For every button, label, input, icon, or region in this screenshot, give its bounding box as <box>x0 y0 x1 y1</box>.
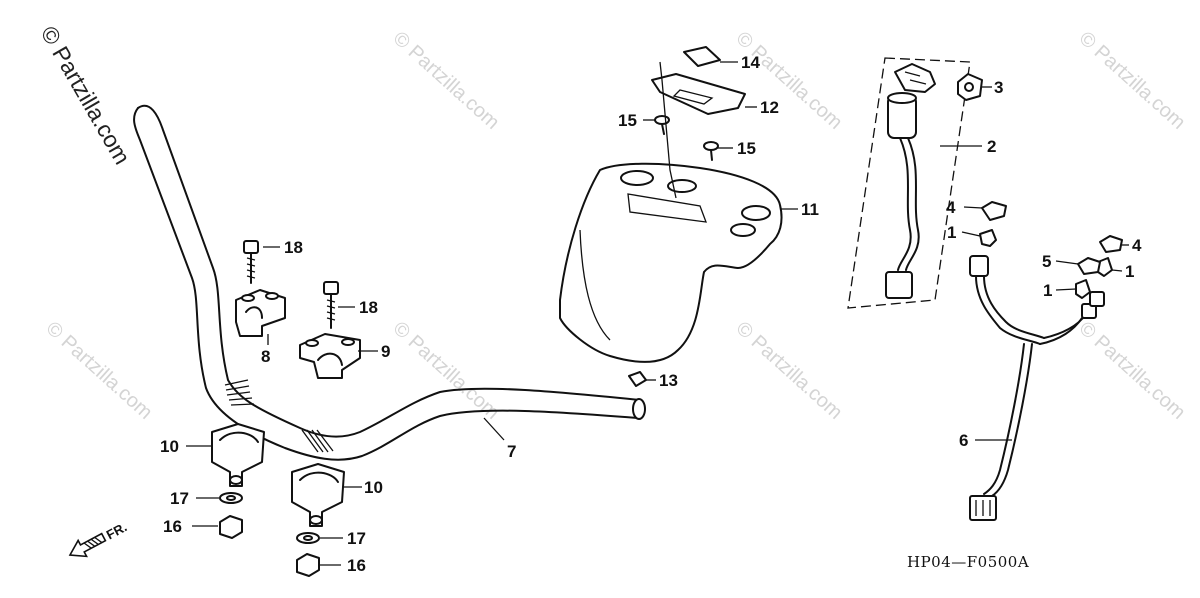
callout-12: 12 <box>760 98 779 117</box>
handlebar-part[interactable] <box>133 104 646 461</box>
bolt-part-18-second[interactable] <box>323 281 339 329</box>
watermark-text: © Partzilla.com <box>1075 27 1190 134</box>
callout-14: 14 <box>741 53 760 72</box>
callout-4: 4 <box>946 198 956 217</box>
callout-18: 18 <box>284 238 303 257</box>
screw-part-15-second[interactable] <box>703 141 719 161</box>
washer-part-17[interactable] <box>219 492 243 504</box>
callout-16: 16 <box>163 517 182 536</box>
ignition-switch-part-2[interactable] <box>885 63 936 299</box>
front-indicator-label: FR. <box>104 519 130 542</box>
lower-holder-part-10[interactable] <box>211 423 265 487</box>
callout-5: 5 <box>1042 252 1051 271</box>
cap-part-4-second[interactable] <box>1099 235 1123 253</box>
upper-holder-part-8[interactable] <box>235 289 286 337</box>
bolt-part-18[interactable] <box>243 240 259 284</box>
watermark-text: © Partzilla.com <box>1075 317 1190 424</box>
callout-1: 1 <box>947 223 956 242</box>
callout-15: 15 <box>737 139 756 158</box>
washer-part-17-second[interactable] <box>296 532 320 544</box>
nut-part-16[interactable] <box>219 515 243 539</box>
callout-9: 9 <box>381 342 390 361</box>
callout-1: 1 <box>1125 262 1134 281</box>
key-part-3[interactable] <box>957 73 983 101</box>
callout-10: 10 <box>160 437 179 456</box>
watermark-text: © Partzilla.com <box>732 317 847 424</box>
bulb-part-1[interactable] <box>979 229 997 247</box>
clip-part-13[interactable] <box>628 371 647 387</box>
callout-17: 17 <box>347 529 366 548</box>
callout-4: 4 <box>1132 236 1142 255</box>
callout-2: 2 <box>987 137 996 156</box>
callout-10: 10 <box>364 478 383 497</box>
cap-part-4[interactable] <box>981 201 1007 221</box>
wire-harness-part-6[interactable] <box>969 255 1105 521</box>
cover-plate-part-12[interactable] <box>651 73 746 115</box>
callout-7: 7 <box>507 442 516 461</box>
upper-holder-part-9[interactable] <box>299 333 361 379</box>
diagram-code: HP04—F0500A <box>907 553 1029 571</box>
callout-16: 16 <box>347 556 366 575</box>
watermark-primary: © Partzilla.com <box>36 22 136 169</box>
watermark-text: © Partzilla.com <box>42 317 157 424</box>
small-plate-part-14[interactable] <box>683 46 721 67</box>
leader-lines <box>186 61 1129 566</box>
bulb-part-1-second[interactable] <box>1097 257 1113 277</box>
callout-6: 6 <box>959 431 968 450</box>
callout-17: 17 <box>170 489 189 508</box>
callout-13: 13 <box>659 371 678 390</box>
handlebar-cover-part-11[interactable] <box>559 162 783 363</box>
front-arrow-icon: FR. <box>68 519 130 558</box>
callout-11: 11 <box>801 200 819 219</box>
callout-15: 15 <box>618 111 637 130</box>
callout-8: 8 <box>261 347 270 366</box>
watermark-text: © Partzilla.com <box>389 27 504 134</box>
socket-part-5[interactable] <box>1077 257 1101 275</box>
watermark-text: © Partzilla.com <box>732 27 847 134</box>
callout-3: 3 <box>994 78 1003 97</box>
assembly-bracket <box>847 57 971 309</box>
callout-18: 18 <box>359 298 378 317</box>
callout-labels: 18 18 8 9 10 10 17 16 17 16 7 11 12 14 1… <box>160 53 1142 575</box>
lower-holder-part-10-second[interactable] <box>291 463 345 527</box>
callout-1: 1 <box>1043 281 1052 300</box>
bulb-part-1-third[interactable] <box>1075 279 1091 299</box>
nut-part-16-second[interactable] <box>296 553 320 577</box>
